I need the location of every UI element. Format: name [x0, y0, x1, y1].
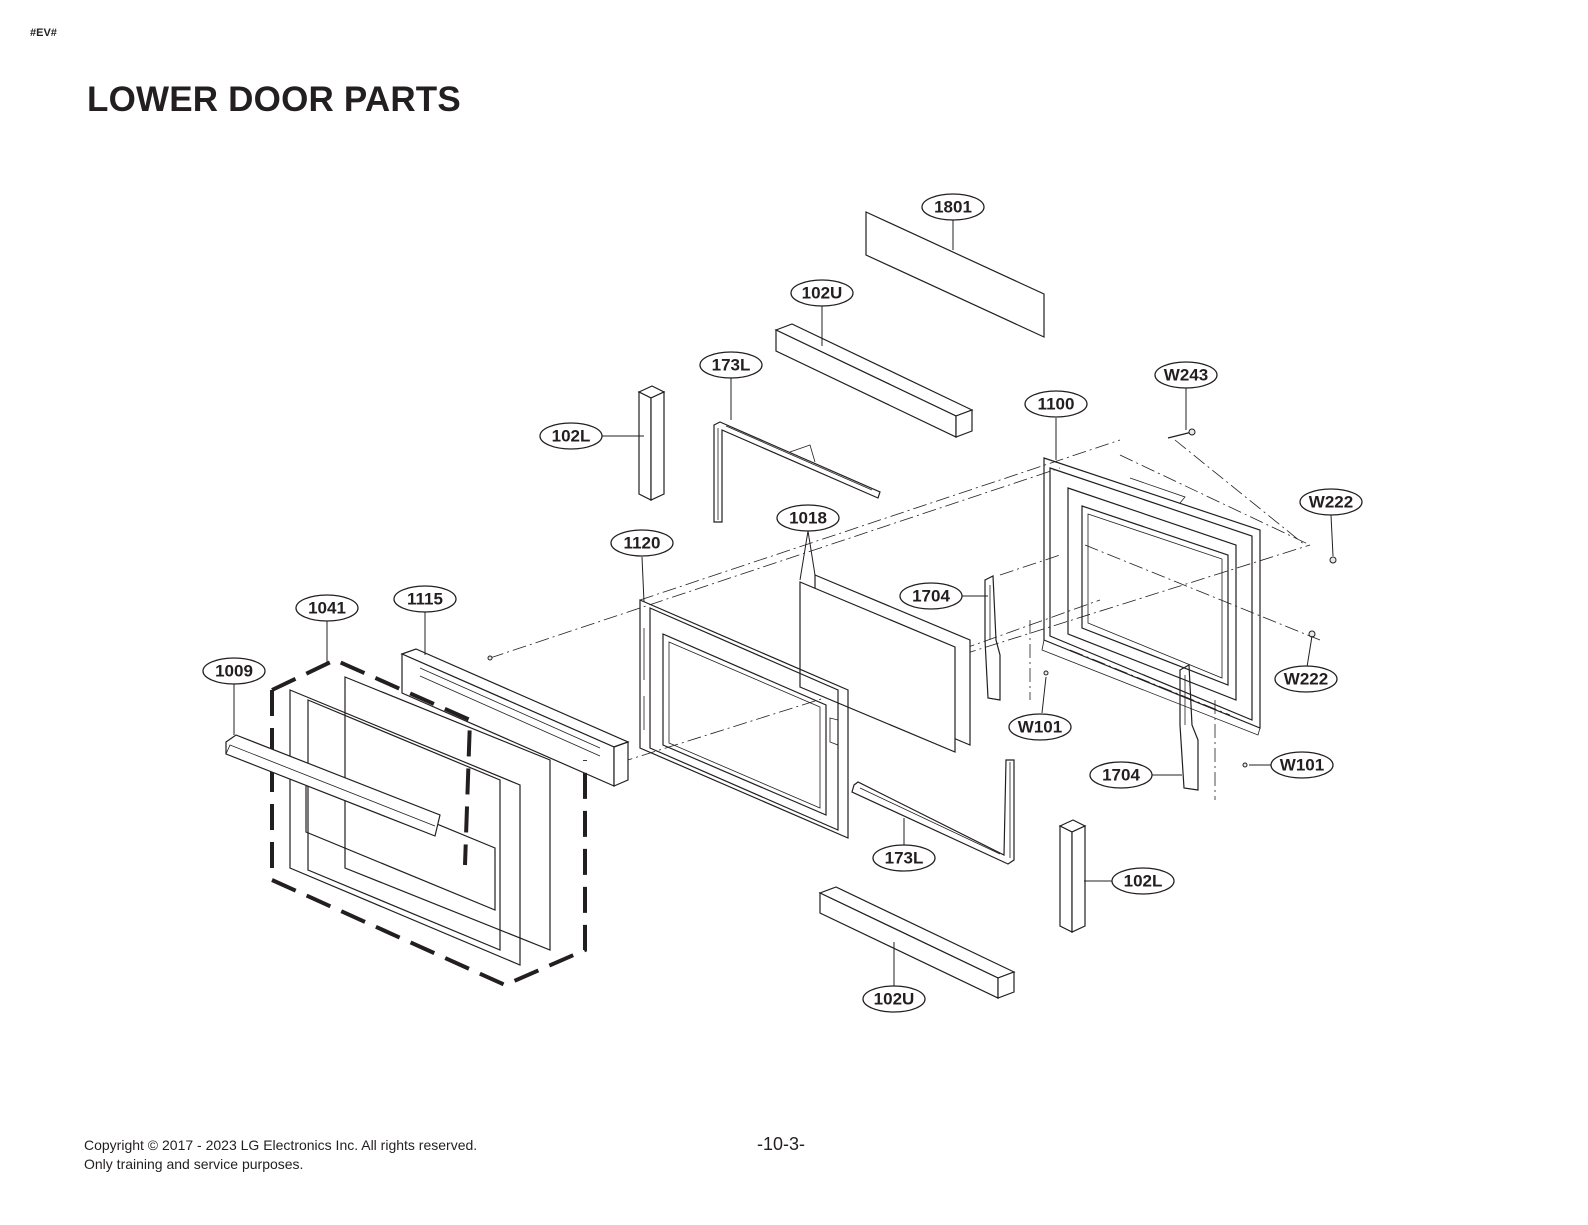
callout-173L-bottom: 173L	[872, 844, 936, 872]
callout-1018: 1018	[776, 504, 840, 532]
svg-text:102U: 102U	[802, 284, 843, 303]
part-102U-top-shape	[774, 323, 974, 438]
svg-text:1041: 1041	[308, 599, 346, 618]
part-1018-shape	[799, 574, 971, 753]
part-102L-top-shape	[637, 385, 666, 501]
callout-W243: W243	[1154, 361, 1218, 389]
svg-text:W101: W101	[1018, 718, 1062, 737]
callout-102L-top: 102L	[539, 422, 603, 450]
svg-text:W222: W222	[1309, 493, 1353, 512]
part-1704-bottom-shape	[1179, 664, 1199, 791]
svg-text:W101: W101	[1280, 756, 1324, 775]
page-title: LOWER DOOR PARTS	[87, 80, 461, 119]
svg-text:W243: W243	[1164, 366, 1208, 385]
callout-173L-top: 173L	[699, 351, 763, 379]
svg-text:1704: 1704	[912, 587, 950, 606]
svg-text:W222: W222	[1284, 670, 1328, 689]
callout-1009: 1009	[202, 657, 266, 685]
part-1704-top-shape	[984, 575, 1001, 701]
svg-text:1100: 1100	[1038, 395, 1075, 414]
svg-text:1120: 1120	[624, 534, 661, 553]
callout-1041: 1041	[295, 594, 359, 622]
page-number: -10-3-	[757, 1134, 806, 1154]
part-1009-shape	[225, 689, 521, 966]
callout-102U-top: 102U	[790, 279, 854, 307]
part-102L-bottom-shape	[1058, 819, 1087, 933]
callout-1100: 1100	[1024, 390, 1088, 418]
part-1120-shape	[639, 599, 849, 839]
part-1041-shape	[270, 657, 587, 988]
callout-W101-top: W101	[1008, 713, 1072, 741]
svg-text:173L: 173L	[885, 849, 924, 868]
callout-W101-bottom: W101	[1270, 751, 1334, 779]
svg-text:1704: 1704	[1102, 766, 1140, 785]
callout-102L-bottom: 102L	[1111, 867, 1175, 895]
part-173L-bottom-shape	[851, 759, 1015, 865]
callout-102U-bottom: 102U	[862, 985, 926, 1013]
svg-text:173L: 173L	[712, 356, 751, 375]
svg-text:102U: 102U	[874, 990, 915, 1009]
leader-lines	[233, 220, 1334, 986]
document-tag: #EV#	[30, 27, 57, 39]
copyright-line-1: Copyright © 2017 - 2023 LG Electronics I…	[84, 1137, 478, 1153]
part-1115-shape	[400, 648, 630, 787]
svg-text:1801: 1801	[934, 198, 972, 217]
part-1801-shape	[865, 211, 1045, 338]
svg-text:1009: 1009	[215, 662, 253, 681]
svg-text:1115: 1115	[407, 590, 443, 609]
part-173L-top-shape	[713, 421, 881, 523]
callout-1704-bottom: 1704	[1089, 761, 1153, 789]
callout-W222-top: W222	[1299, 488, 1363, 516]
svg-text:1018: 1018	[789, 509, 827, 528]
callout-1115: 1115	[393, 585, 457, 613]
svg-text:102L: 102L	[552, 427, 591, 446]
callout-W222-bottom: W222	[1274, 665, 1338, 693]
copyright-notice: Copyright © 2017 - 2023 LG Electronics I…	[84, 1136, 477, 1174]
callout-1801: 1801	[921, 193, 985, 221]
part-102U-bottom-shape	[818, 886, 1016, 999]
svg-text:102L: 102L	[1124, 872, 1163, 891]
callout-1120: 1120	[610, 529, 674, 557]
copyright-line-2: Only training and service purposes.	[84, 1156, 304, 1172]
callout-1704-top: 1704	[899, 582, 963, 610]
screws	[487, 428, 1337, 768]
part-1100-shape	[1041, 457, 1261, 736]
